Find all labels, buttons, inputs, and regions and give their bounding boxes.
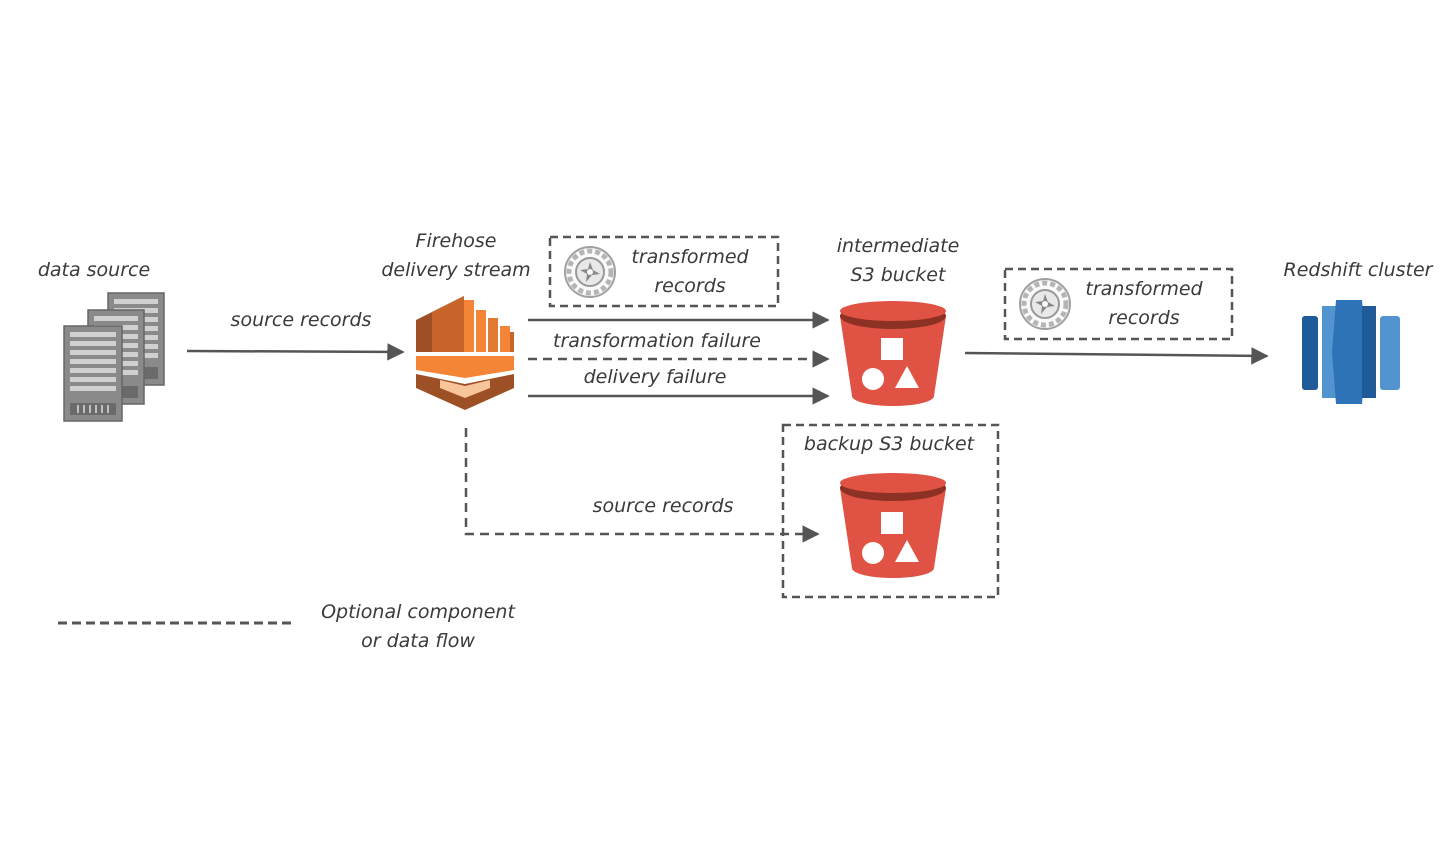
firehose-label-line1: Firehose <box>415 230 497 252</box>
backup-box <box>781 423 1000 599</box>
arrow-s3-to-redshift <box>964 347 1269 365</box>
lambda-gear-icon <box>1019 278 1071 330</box>
redshift-label: Redshift cluster <box>1283 259 1433 281</box>
redshift-cluster-icon <box>1302 300 1400 404</box>
edge-label-source-records: source records <box>230 309 372 331</box>
edge-label-transformation-failure: transformation failure <box>553 330 761 352</box>
arrow-source-to-firehose <box>186 343 405 361</box>
intermediate-s3-label-line2: S3 bucket <box>850 264 946 286</box>
transform-1-line2: records <box>654 275 726 297</box>
server-stack-icon <box>63 292 165 422</box>
transform-2-line2: records <box>1108 307 1180 329</box>
transform-box-1 <box>548 235 780 308</box>
s3-bucket-icon <box>840 301 946 406</box>
transform-box-2 <box>1003 267 1234 341</box>
edge-label-backup-source-records: source records <box>592 495 734 517</box>
intermediate-s3-label-line1: intermediate <box>836 235 960 257</box>
transform-2-line1: transformed <box>1085 278 1203 300</box>
transform-1-line1: transformed <box>631 246 749 268</box>
arrow-backup-source-records <box>464 428 820 543</box>
edge-label-delivery-failure: delivery failure <box>583 366 727 388</box>
legend-label-line1: Optional component <box>321 601 515 623</box>
firehose-label-line2: delivery stream <box>381 259 531 281</box>
lambda-gear-icon <box>564 246 616 298</box>
backup-s3-label: backup S3 bucket <box>803 433 975 455</box>
s3-bucket-icon <box>840 473 946 578</box>
kinesis-firehose-icon <box>416 296 514 410</box>
legend-label-line2: or data flow <box>361 630 475 652</box>
data-source-label: data source <box>37 259 151 281</box>
